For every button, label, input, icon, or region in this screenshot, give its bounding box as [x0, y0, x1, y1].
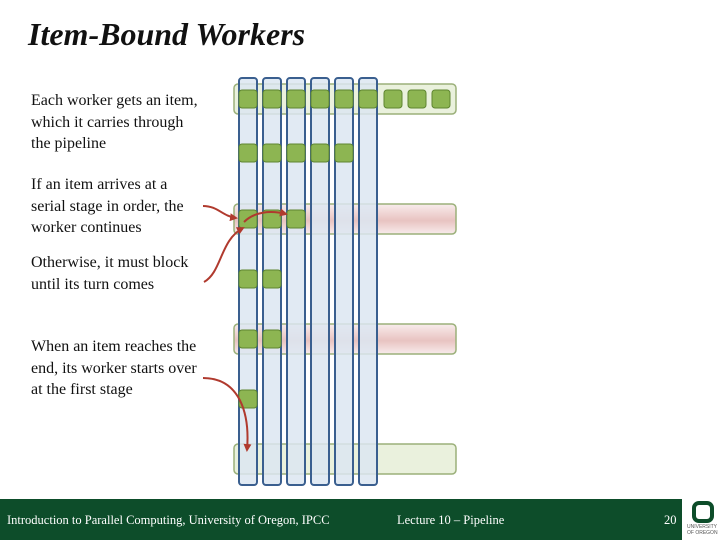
worker-columns: [238, 77, 378, 486]
items-serial-stage-2: [238, 329, 282, 349]
item: [238, 89, 258, 109]
item: [238, 329, 258, 349]
items-stage-4: [238, 269, 282, 289]
worker-column: [310, 77, 330, 486]
arrow-worker-continues: [243, 208, 288, 223]
item: [383, 89, 403, 109]
item: [262, 89, 282, 109]
item: [334, 89, 354, 109]
item: [286, 209, 306, 229]
items-stage-1: [238, 89, 451, 109]
worker-column: [334, 77, 354, 486]
item: [262, 209, 282, 229]
item: [262, 143, 282, 163]
university-o-logo-icon: [692, 501, 714, 523]
item: [310, 89, 330, 109]
slide-footer: Introduction to Parallel Computing, Univ…: [0, 499, 682, 540]
bullet-block-until-turn: Otherwise, it must block until its turn …: [31, 254, 189, 293]
item: [407, 89, 427, 109]
university-logo: UNIVERSITY OF OREGON: [686, 499, 720, 540]
item: [310, 143, 330, 163]
arrow-block: [203, 227, 245, 283]
worker-column: [286, 77, 306, 486]
item: [262, 269, 282, 289]
arrow-starts-over: [202, 377, 252, 452]
bullet-serial-in-order: If an item arrives at a serial stage in …: [31, 176, 184, 236]
item: [286, 89, 306, 109]
footer-course: Introduction to Parallel Computing, Univ…: [7, 513, 330, 527]
item: [431, 89, 451, 109]
arrow-continues: [202, 205, 238, 222]
item: [358, 89, 378, 109]
item: [262, 329, 282, 349]
item: [286, 143, 306, 163]
item: [238, 269, 258, 289]
bullet-starts-over: When an item reaches the end, its worker…: [31, 338, 197, 398]
footer-lecture: Lecture 10 – Pipeline: [397, 513, 505, 527]
bullet-each-worker: Each worker gets an item, which it carri…: [31, 92, 198, 152]
item: [238, 143, 258, 163]
worker-column: [358, 77, 378, 486]
page-number: 20: [664, 513, 677, 527]
pipeline-diagram: [202, 77, 457, 486]
slide-title: Item-Bound Workers: [28, 16, 306, 52]
items-stage-2: [238, 143, 354, 163]
item: [334, 143, 354, 163]
logo-text: UNIVERSITY OF OREGON: [687, 524, 718, 536]
